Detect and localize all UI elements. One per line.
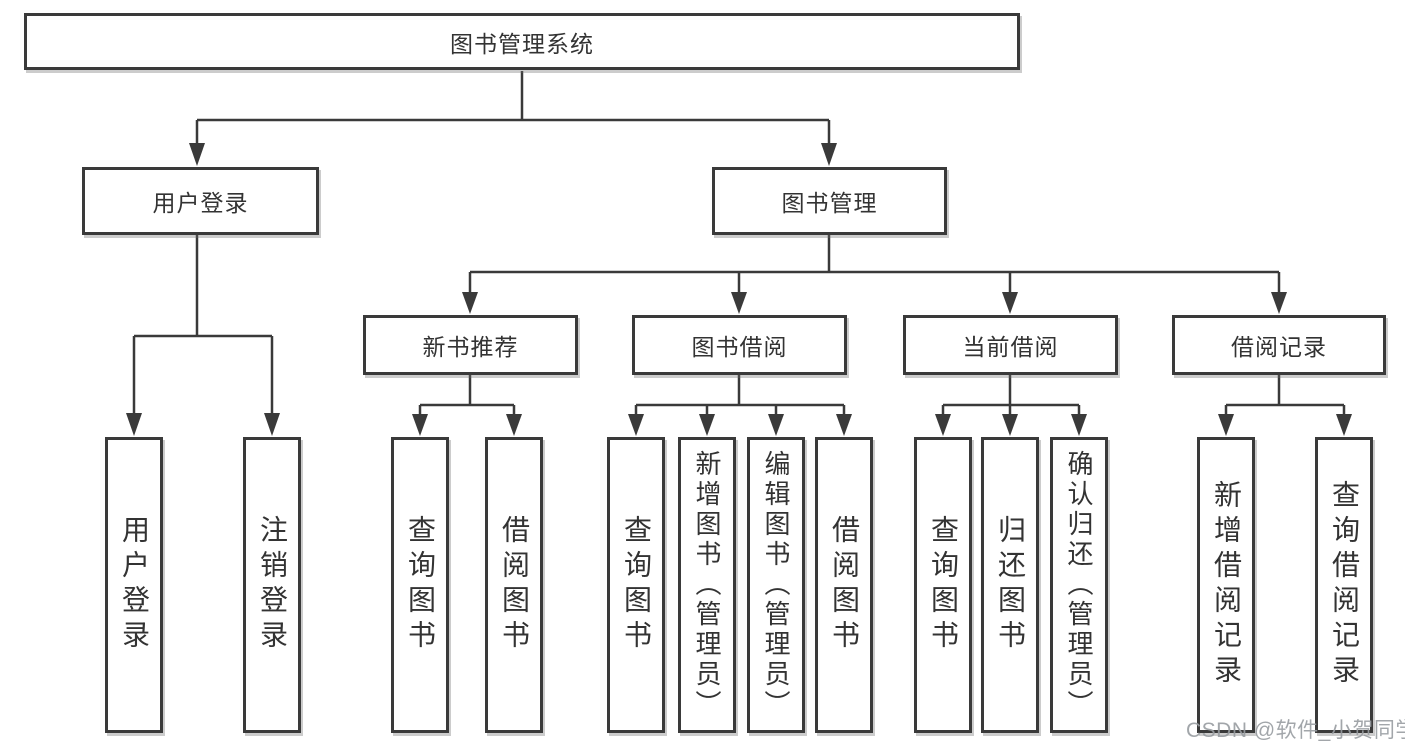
- leaf-confirm-return-admin: 确认归还（管理员）: [1050, 437, 1108, 733]
- leaf-borrow-books-1: 借阅图书: [485, 437, 543, 733]
- leaf-user-login: 用户登录: [105, 437, 163, 733]
- node-current-borrow: 当前借阅: [903, 315, 1118, 375]
- leaf-user-login-label: 用户登录: [119, 515, 150, 655]
- leaf-return-book: 归还图书: [981, 437, 1039, 733]
- node-book-mgmt: 图书管理: [712, 167, 947, 235]
- leaf-query-books-1: 查询图书: [391, 437, 449, 733]
- leaf-edit-book-admin-label: 编辑图书（管理员）: [761, 450, 791, 720]
- connector-user-login-subtree: [132, 235, 274, 415]
- node-new-book-rec: 新书推荐: [363, 315, 578, 375]
- node-user-login-label: 用户登录: [152, 190, 249, 216]
- leaf-logout-label: 注销登录: [257, 515, 288, 655]
- connector-root-to-level1: [195, 71, 831, 145]
- leaf-add-book-admin: 新增图书（管理员）: [678, 437, 736, 733]
- connector-new-book-rec-subtree: [418, 375, 516, 415]
- leaf-confirm-return-admin-label: 确认归还（管理员）: [1064, 450, 1094, 720]
- node-book-borrow-label: 图书借阅: [691, 334, 788, 360]
- arrowheads-new-book-rec: [412, 414, 522, 436]
- node-new-book-rec-label: 新书推荐: [422, 334, 519, 360]
- arrowheads-level1: [189, 143, 837, 166]
- connector-borrow-records-subtree: [1224, 375, 1346, 415]
- node-borrow-records-label: 借阅记录: [1231, 334, 1327, 360]
- leaf-query-books-2: 查询图书: [607, 437, 665, 733]
- leaf-query-books-3-label: 查询图书: [928, 515, 959, 655]
- leaf-add-borrow-record: 新增借阅记录: [1197, 437, 1255, 733]
- connector-book-mgmt-to-level2: [468, 235, 1281, 293]
- leaf-query-books-2-label: 查询图书: [621, 515, 652, 655]
- leaf-query-borrow-record-label: 查询借阅记录: [1329, 480, 1360, 690]
- arrowheads-book-borrow: [628, 414, 852, 436]
- leaf-borrow-books-1-label: 借阅图书: [499, 515, 530, 655]
- connector-current-borrow-subtree: [941, 375, 1081, 415]
- connector-book-borrow-subtree: [634, 375, 846, 415]
- arrowheads-level2: [462, 292, 1287, 314]
- leaf-borrow-books-2: 借阅图书: [815, 437, 873, 733]
- leaf-borrow-books-2-label: 借阅图书: [829, 515, 860, 655]
- node-book-mgmt-label: 图书管理: [781, 190, 878, 216]
- leaf-edit-book-admin: 编辑图书（管理员）: [747, 437, 805, 733]
- node-root-label: 图书管理系统: [450, 30, 594, 57]
- leaf-query-books-1-label: 查询图书: [405, 515, 436, 655]
- arrowheads-borrow-records: [1218, 414, 1352, 436]
- node-user-login: 用户登录: [82, 167, 319, 235]
- leaf-return-book-label: 归还图书: [995, 515, 1026, 655]
- leaf-query-borrow-record: 查询借阅记录: [1315, 437, 1373, 733]
- node-book-borrow: 图书借阅: [632, 315, 847, 375]
- arrowheads-user-login-subtree: [126, 413, 280, 436]
- node-current-borrow-label: 当前借阅: [962, 334, 1059, 360]
- arrowheads-current-borrow: [935, 414, 1087, 436]
- node-root: 图书管理系统: [24, 13, 1020, 70]
- csdn-watermark: CSDN @软件_小贺同学: [1186, 719, 1405, 742]
- leaf-query-books-3: 查询图书: [914, 437, 972, 733]
- node-borrow-records: 借阅记录: [1172, 315, 1386, 375]
- leaf-logout: 注销登录: [243, 437, 301, 733]
- leaf-add-borrow-record-label: 新增借阅记录: [1211, 480, 1242, 690]
- leaf-add-book-admin-label: 新增图书（管理员）: [692, 450, 722, 720]
